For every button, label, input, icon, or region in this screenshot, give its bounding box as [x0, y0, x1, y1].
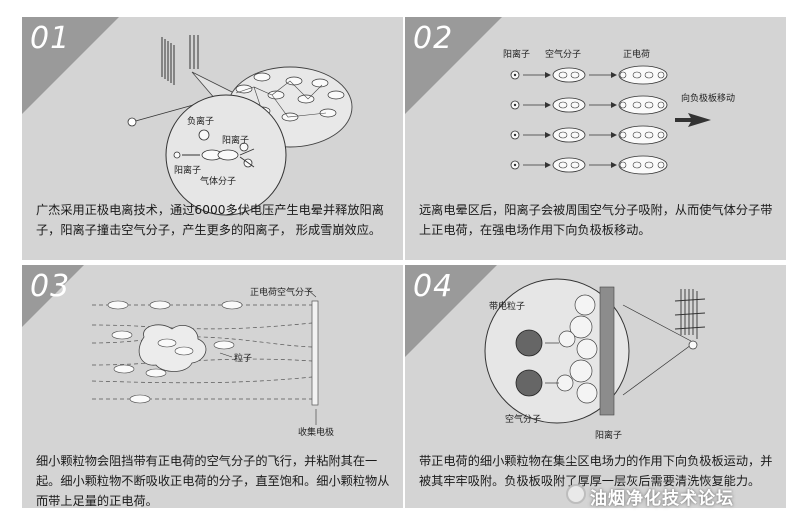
particle-charging-illustration: 正电荷空气分子 粒子 收集电极 [22, 265, 334, 438]
molecule-row [510, 65, 668, 85]
label-positive-charge: 正电荷 [623, 48, 650, 60]
caption: 广杰采用正极电离技术，通过6000多伏电压产生电晕并释放阳离子，阳离子撞击空气分… [36, 203, 384, 237]
label-positive-ion-top: 阳离子 [222, 134, 249, 146]
label-positive-ion: 阳离子 [503, 48, 530, 60]
label-collector: 收集电极 [298, 426, 334, 438]
label-positive-ion: 阳离子 [595, 429, 622, 441]
caption: 远离电晕区后，阳离子会被周围空气分子吸附，从而使气体分子带上正电荷，在强电场作用… [419, 203, 773, 237]
step-number: 03 [30, 269, 71, 304]
panel-04: 带电粒子 空气分子 阳离子 04 带正电荷的细小颗粒物在集尘区电场力的作用下向负… [405, 265, 786, 508]
corner-triangle [405, 17, 502, 114]
label-particle: 粒子 [234, 352, 252, 364]
label-charged-air: 正电荷空气分子 [250, 286, 313, 298]
label-charged-particle: 带电粒子 [489, 300, 525, 312]
corner-triangle [22, 17, 119, 114]
caption: 带正电荷的细小颗粒物在集尘区电场力的作用下向负极板运动，并被其牢牢吸附。负极板吸… [419, 454, 773, 488]
panel-03: 正电荷空气分子 粒子 收集电极 03 细小颗粒物会阻挡带有正电荷的空气分子的飞行… [22, 265, 403, 508]
corner-triangle [22, 265, 84, 327]
particle-blob [138, 324, 207, 372]
molecule-row [510, 155, 668, 175]
molecule-row [510, 95, 668, 115]
step-number: 04 [413, 269, 454, 304]
panel-02: 阳离子 空气分子 正电荷 向负极板移动 02 远离电晕区后，阳离子会被周围空气分… [405, 17, 786, 260]
watermark-logo-icon [566, 484, 586, 504]
collector-plate [599, 286, 615, 416]
label-gas-molecule: 气体分子 [200, 175, 236, 187]
caption: 细小颗粒物会阻挡带有正电荷的空气分子的飞行，并粘附其在一起。细小颗粒物不断吸收正… [36, 454, 390, 508]
step-number: 02 [413, 21, 454, 56]
label-negative-ion: 负离子 [187, 115, 214, 127]
panel-01: 负离子 阳离子 阳离子 气体分子 01 广杰采用正极电离技术，通过6000多伏电… [22, 17, 403, 260]
dust-collection-illustration: 带电粒子 空气分子 阳离子 [405, 265, 706, 441]
label-positive-ion: 阳离子 [174, 164, 201, 176]
label-air-molecule: 空气分子 [545, 48, 581, 60]
collector-electrode [311, 300, 319, 406]
watermark: 油烟净化技术论坛 [590, 489, 734, 509]
ion-adsorption-illustration: 阳离子 空气分子 正电荷 向负极板移动 [405, 17, 735, 175]
label-direction: 向负极板移动 [681, 92, 735, 104]
direction-arrow [688, 113, 711, 127]
molecule-row [510, 125, 668, 145]
label-air-molecule: 空气分子 [505, 413, 541, 425]
corner-triangle [405, 265, 497, 357]
ionization-illustration: 负离子 阳离子 阳离子 气体分子 [22, 17, 353, 216]
molecule-rows [510, 65, 668, 175]
step-number: 01 [30, 21, 71, 56]
